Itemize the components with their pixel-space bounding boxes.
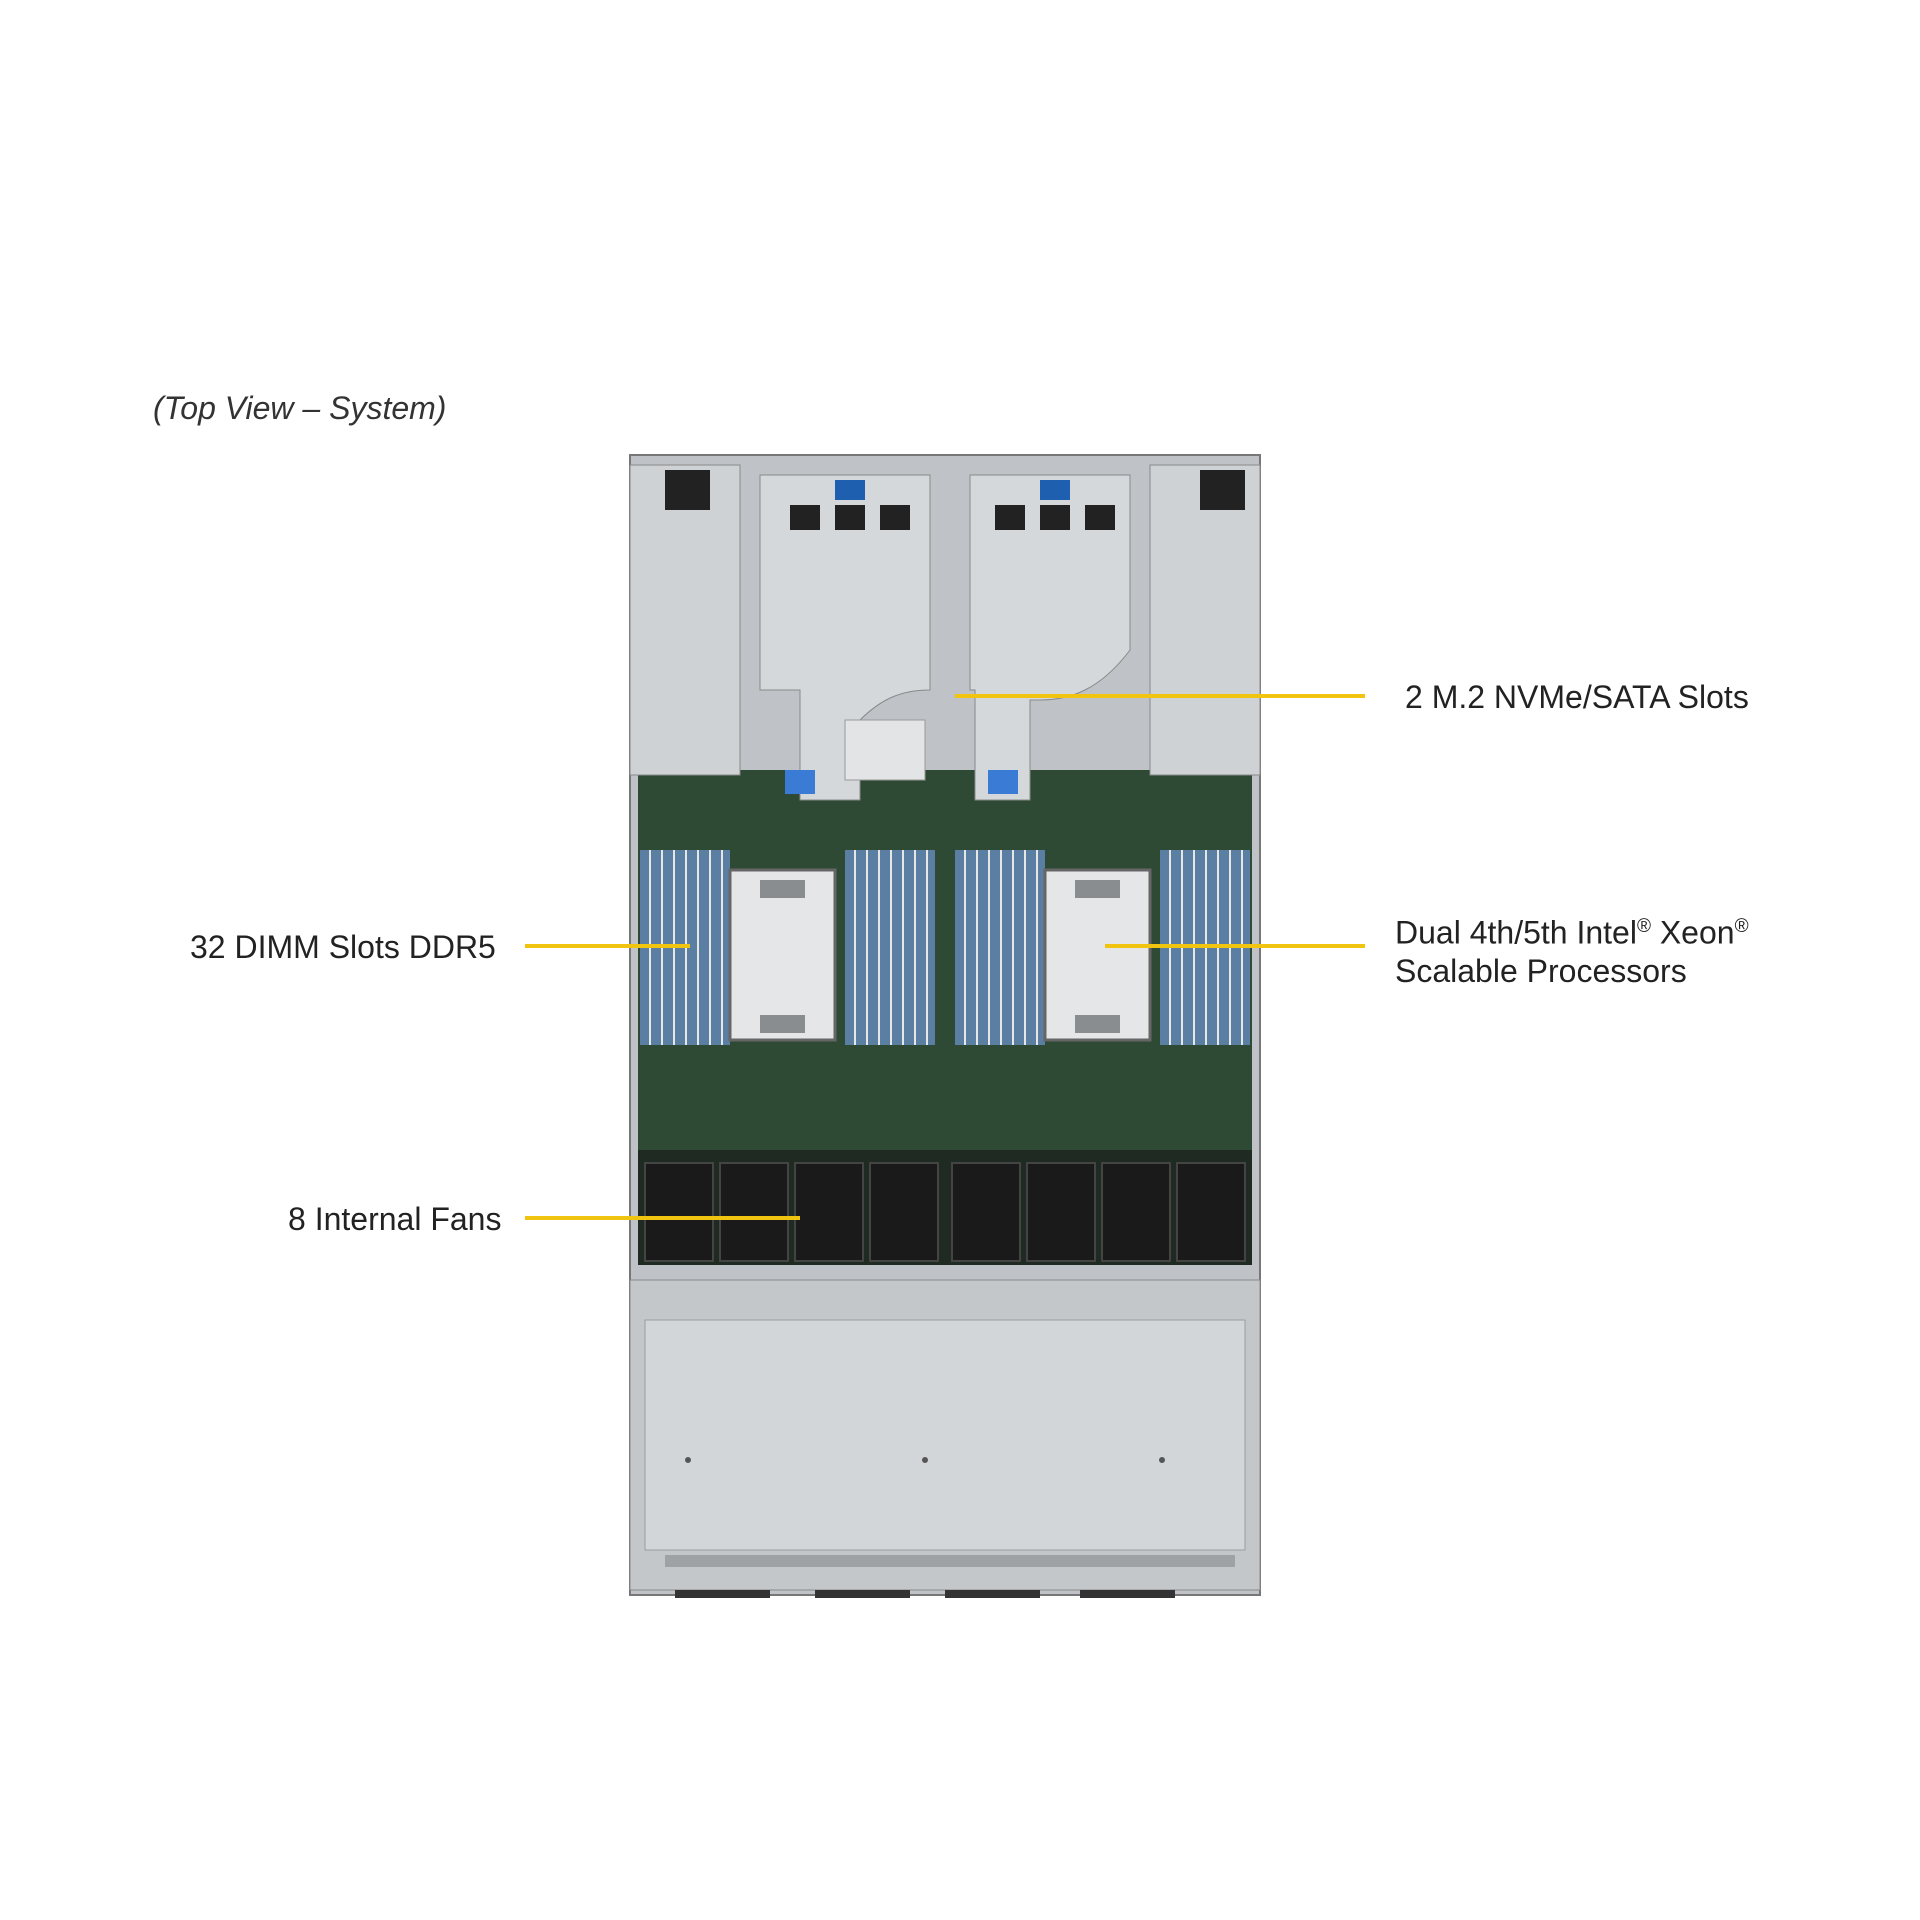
fans-callout-line (525, 1216, 800, 1220)
processors-label-line2: Scalable Processors (1395, 952, 1687, 989)
processors-label-xeon: Xeon (1650, 914, 1735, 951)
internal-fans-label: 8 Internal Fans (288, 1201, 502, 1237)
m2-callout-line (955, 694, 1365, 698)
processors-label: Dual 4th/5th Intel® Xeon® Scalable Proce… (1395, 908, 1749, 990)
processors-label-line1: Dual 4th/5th Intel (1395, 914, 1637, 951)
cpu-callout-line (1105, 944, 1365, 948)
dimm-callout-line (525, 944, 690, 948)
registered-mark: ® (1636, 916, 1651, 937)
m2-slots-label: 2 M.2 NVMe/SATA Slots (1405, 679, 1749, 715)
dimm-slots-label: 32 DIMM Slots DDR5 (190, 929, 496, 965)
view-caption: (Top View – System) (153, 390, 447, 426)
registered-mark: ® (1734, 916, 1749, 937)
